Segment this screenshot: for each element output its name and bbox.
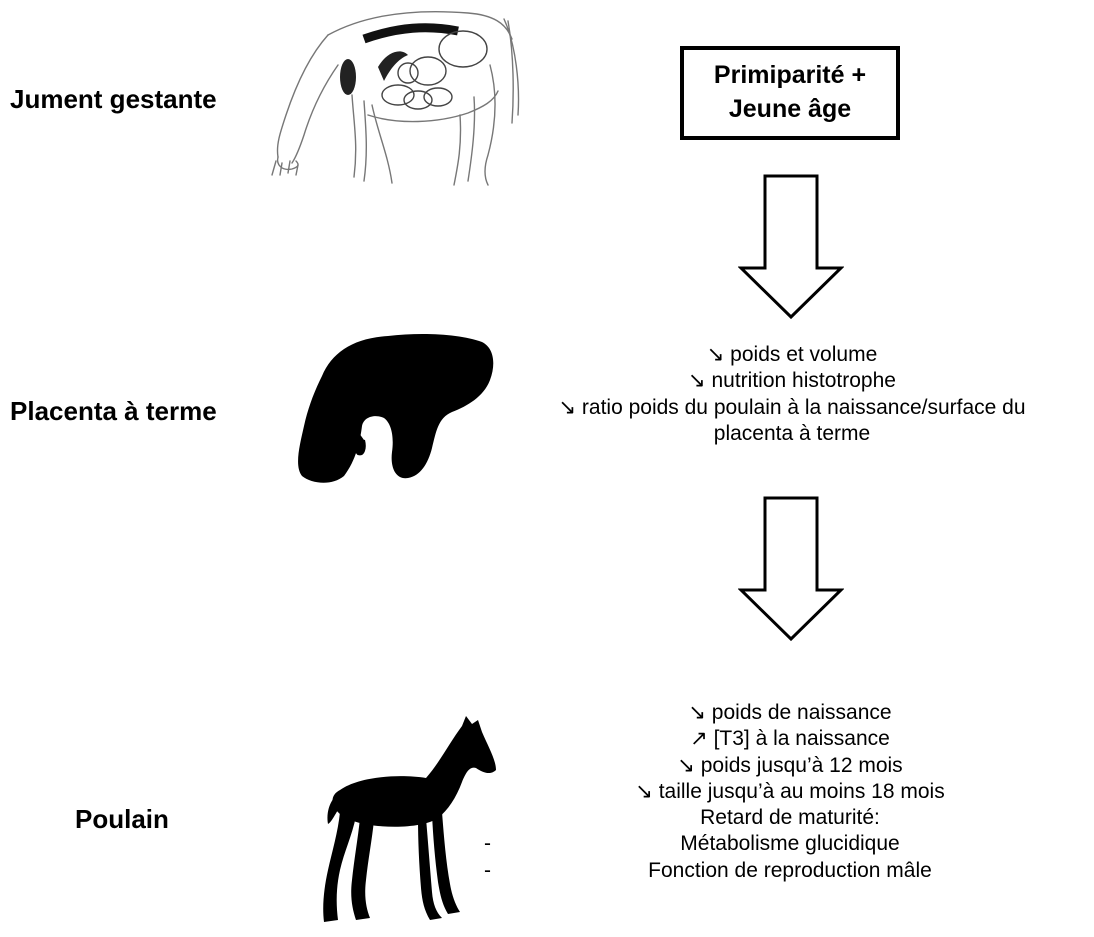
down-arrow-1 — [738, 174, 844, 320]
label-foal: Poulain — [75, 804, 169, 834]
maturity-item-text: Fonction de reproduction mâle — [648, 858, 932, 882]
down-arrow-2 — [738, 496, 844, 642]
foal-effect-line: ↘ poids de naissance — [688, 701, 892, 724]
label-placenta-at-term: Placenta à terme — [10, 396, 217, 426]
cause-box: Primiparité + Jeune âge — [680, 46, 900, 140]
foal-effect-line: ↘ taille jusqu’à au moins 18 mois — [635, 779, 945, 803]
pregnant-mare-sketch — [271, 10, 520, 186]
maturity-item-text: Métabolisme glucidique — [680, 832, 900, 856]
foal-silhouette — [323, 716, 496, 922]
placenta-silhouette — [298, 334, 494, 483]
foal-effects: ↘ poids de naissance ↗ [T3] à la naissan… — [484, 700, 1050, 884]
cause-line-2: Jeune âge — [728, 95, 852, 123]
placenta-effect-line: placenta à terme — [713, 421, 871, 445]
placenta-effect-line: ↘ nutrition histotrophe — [688, 369, 896, 393]
maturity-item: - Métabolisme glucidique — [484, 831, 1050, 857]
maturity-item: - Fonction de reproduction mâle — [484, 858, 1050, 884]
list-dash: - — [484, 858, 491, 882]
placenta-effect-line: ↘ ratio poids du poulain à la naissance/… — [558, 395, 1026, 419]
cause-line-1: Primiparité + — [713, 61, 867, 90]
label-pregnant-mare: Jument gestante — [10, 84, 217, 114]
list-dash: - — [484, 832, 491, 856]
foal-effect-line: ↗ [T3] à la naissance — [690, 727, 890, 751]
placenta-effects: ↘ poids et volume ↘ nutrition histotroph… — [492, 342, 1092, 447]
placenta-effect-line: ↘ poids et volume — [706, 343, 878, 366]
foal-effect-line: Retard de maturité: — [700, 806, 880, 829]
foal-effect-line: ↘ poids jusqu’à 12 mois — [677, 753, 903, 777]
